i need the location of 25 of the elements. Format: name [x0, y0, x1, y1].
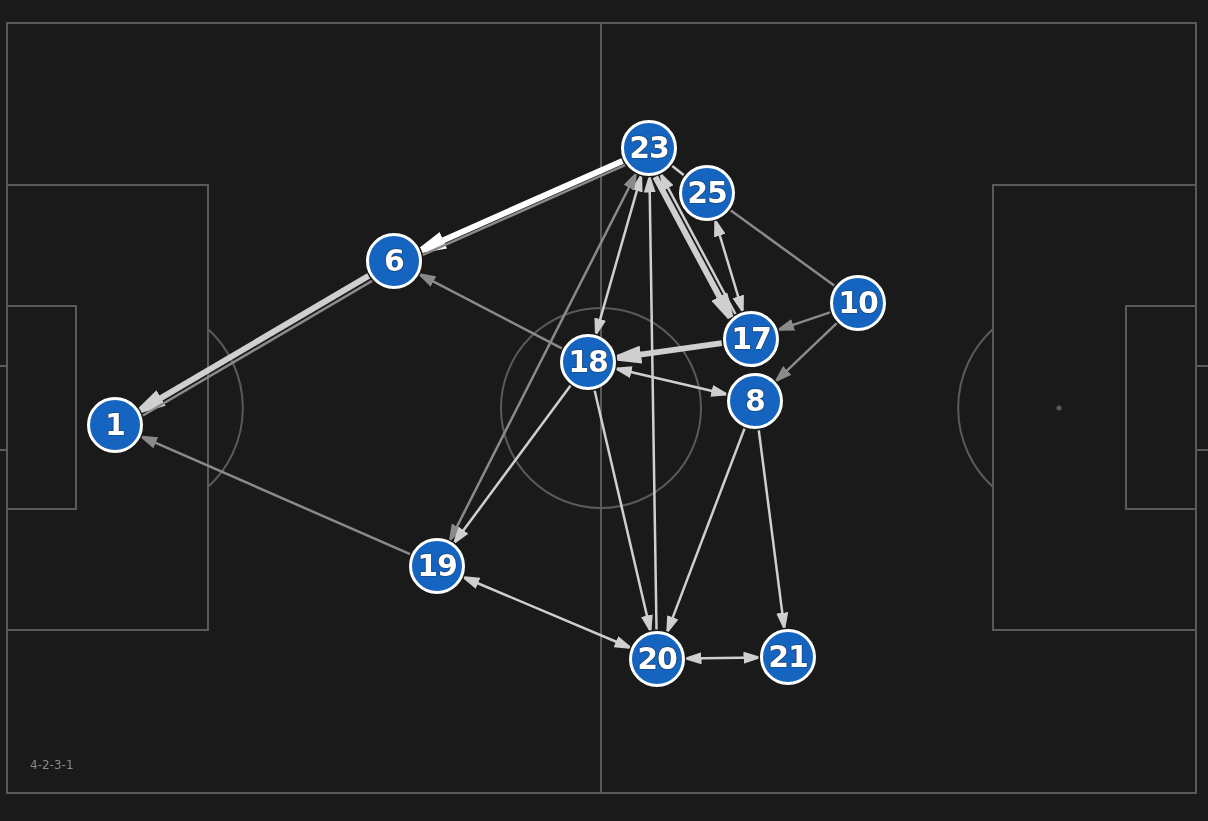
pass-line	[671, 165, 685, 176]
player-node	[366, 233, 422, 289]
player-node	[727, 373, 783, 429]
player-number: 6	[384, 246, 404, 276]
player-number: 17	[731, 324, 771, 354]
player-number: 21	[768, 642, 808, 672]
player-number: 10	[838, 288, 878, 318]
player-number: 8	[745, 386, 765, 416]
pass-line	[730, 209, 835, 287]
player-node	[87, 397, 143, 453]
player-node	[629, 631, 685, 687]
formation-label: 4-2-3-1	[30, 758, 74, 772]
player-number: 1	[105, 410, 125, 440]
player-number: 25	[687, 178, 727, 208]
player-number: 20	[637, 644, 677, 674]
player-node	[560, 334, 616, 390]
player-node	[679, 165, 735, 221]
player-number: 23	[629, 133, 669, 163]
player-node	[723, 311, 779, 367]
player-node	[830, 275, 886, 331]
player-number: 18	[568, 347, 608, 377]
player-node	[760, 629, 816, 685]
player-number: 19	[417, 551, 457, 581]
player-node	[409, 538, 465, 594]
player-node	[621, 120, 677, 176]
